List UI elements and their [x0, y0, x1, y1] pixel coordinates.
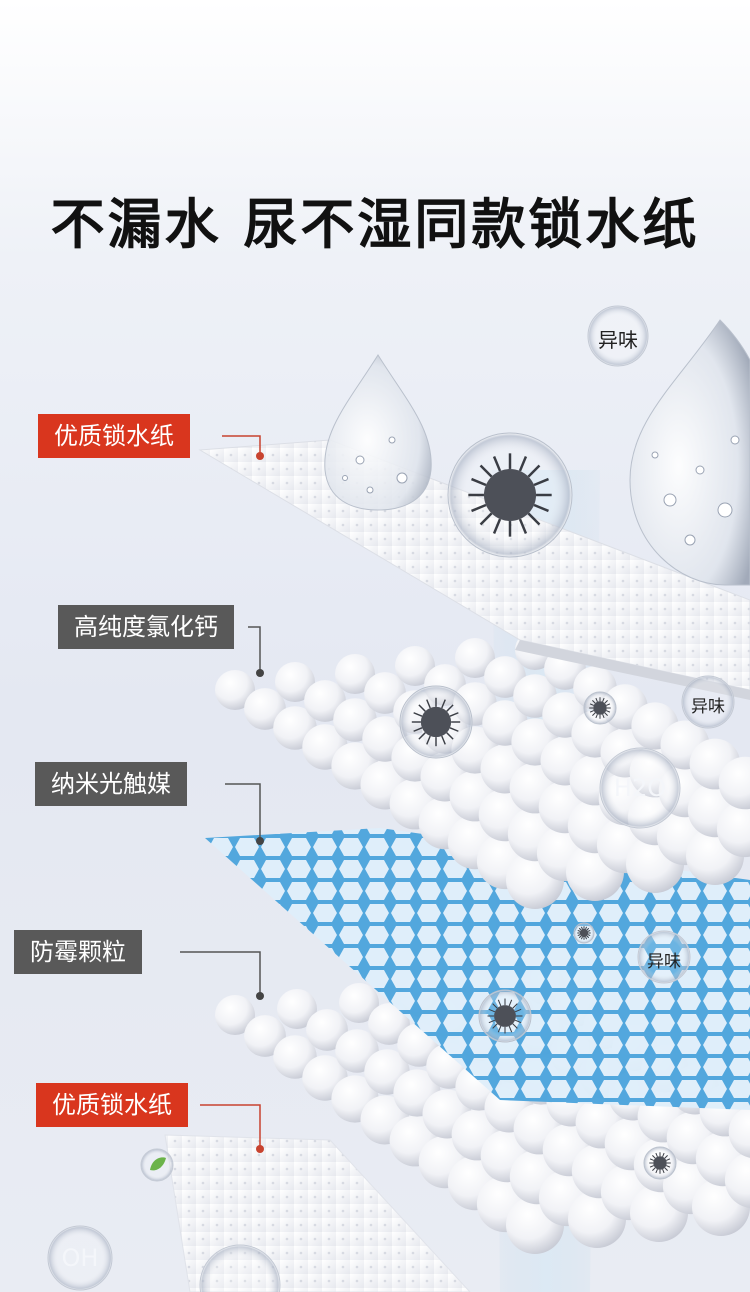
odor-bubble-top	[587, 305, 649, 367]
connector-line-1	[222, 435, 261, 455]
virus-bubble	[399, 685, 473, 759]
virus-bubble	[573, 922, 595, 944]
connector-line-3	[225, 783, 261, 840]
layer-tag-photocatalyst: 纳米光触媒	[35, 762, 187, 806]
granule-ball	[368, 1003, 410, 1045]
granule-ball	[215, 670, 255, 710]
h2o-label: H2O	[613, 774, 667, 802]
odor-label-low: 异味	[647, 952, 681, 972]
granule-ball	[728, 1106, 750, 1158]
granule-ball	[395, 646, 435, 686]
odor-bubble-low	[637, 930, 691, 984]
layer-tag-calcium-chloride: 高纯度氯化钙	[58, 605, 234, 649]
paper-sheet-top	[198, 439, 750, 691]
odor-bubble-mid	[681, 675, 735, 729]
granule-ball	[335, 654, 375, 694]
granule-ball	[244, 1015, 286, 1057]
connector-line-2	[248, 626, 261, 672]
layer-tag-antimold: 防霉颗粒	[14, 930, 142, 974]
odor-label-mid: 异味	[691, 697, 725, 717]
leaf-icon	[150, 1157, 166, 1171]
water-drop-large	[629, 319, 750, 586]
odor-label-top: 异味	[598, 328, 638, 352]
connector-line-4	[180, 951, 261, 995]
virus-bubble	[447, 432, 573, 558]
h2o-bubble	[599, 747, 681, 829]
granule-ball	[275, 662, 315, 702]
honeycomb-layer	[205, 828, 750, 1110]
oh-label: OH	[61, 1244, 99, 1272]
water-drop-small	[324, 354, 432, 511]
granule-ball	[277, 989, 317, 1029]
virus-bubble	[478, 989, 532, 1043]
granule-ball	[339, 983, 379, 1023]
connector-line-5	[200, 1104, 261, 1148]
headline: 不漏水 尿不湿同款锁水纸	[50, 193, 700, 256]
granule-ball	[215, 995, 255, 1035]
granule-ball	[716, 800, 750, 858]
oh-bubble	[47, 1225, 113, 1291]
layer-tag-bottom-paper: 优质锁水纸	[36, 1083, 188, 1127]
layer-tag-top-paper: 优质锁水纸	[38, 414, 190, 458]
granule-ball	[455, 638, 495, 678]
virus-bubble	[583, 691, 617, 725]
virus-bubble	[643, 1146, 677, 1180]
granule-ball	[306, 1009, 348, 1051]
granule-ball	[724, 1152, 750, 1208]
granule-ball	[718, 756, 750, 810]
